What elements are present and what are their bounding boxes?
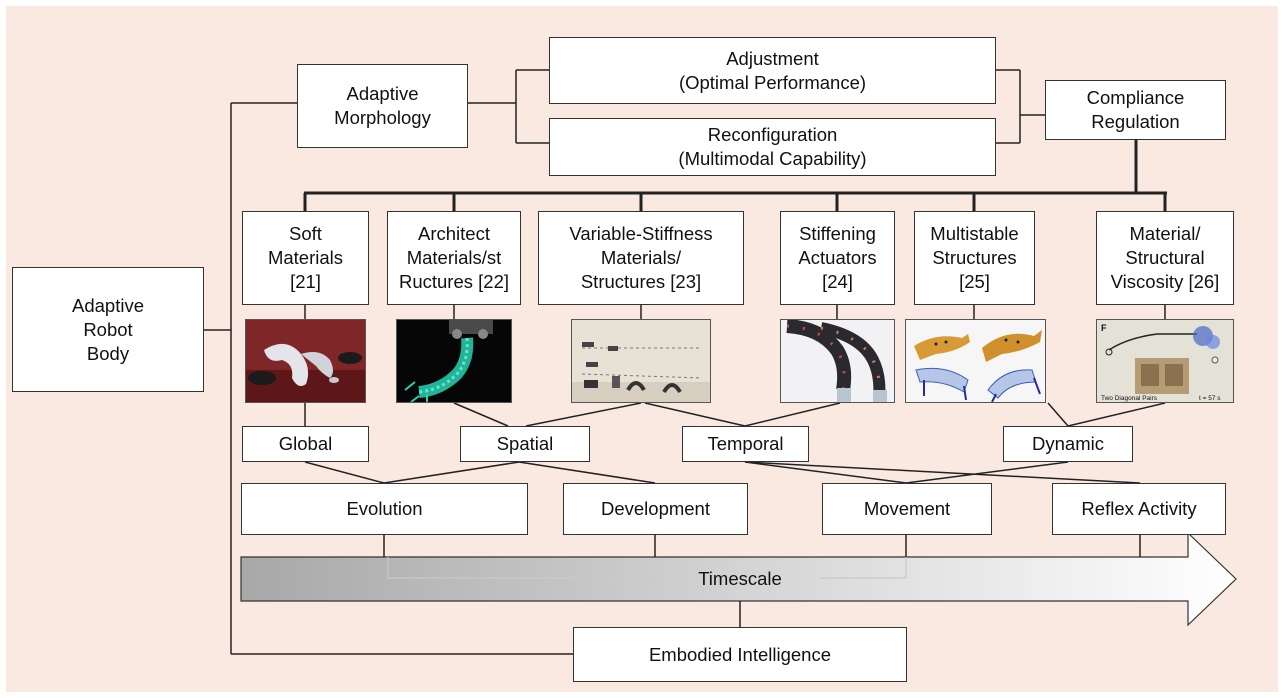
node-development: Development: [563, 483, 748, 535]
node-embodied-intelligence: Embodied Intelligence: [573, 627, 907, 682]
node-temporal: Temporal: [682, 426, 809, 462]
node-spatial: Spatial: [460, 426, 590, 462]
node-material-viscosity: Material/ Structural Viscosity [26]: [1096, 211, 1234, 305]
node-reflex-activity: Reflex Activity: [1052, 483, 1226, 535]
photo-variable-stiffness: [571, 319, 711, 403]
node-evolution: Evolution: [241, 483, 528, 535]
viscosity-left-caption: Two Diagonal Pairs: [1101, 395, 1158, 402]
node-adjustment: Adjustment (Optimal Performance): [549, 37, 996, 104]
photo-multistable-structures: [905, 319, 1046, 403]
node-variable-stiffness: Variable-Stiffness Materials/ Structures…: [538, 211, 744, 305]
timescale-arrow: [240, 531, 1237, 627]
photo-material-viscosity: F Two Diagonal Pairs t = 57 s: [1096, 319, 1234, 403]
viscosity-letter: F: [1101, 323, 1107, 333]
node-architect-materials: Architect Materials/st Ructures [22]: [387, 211, 521, 305]
photo-soft-materials: [245, 319, 366, 403]
photo-stiffening-actuators: [780, 319, 895, 403]
photo-architect-materials: [396, 319, 512, 403]
viscosity-right-caption: t = 57 s: [1199, 395, 1221, 402]
timescale-label: Timescale: [698, 568, 782, 589]
node-stiffening-actuators: Stiffening Actuators [24]: [780, 211, 895, 305]
node-compliance-regulation: Compliance Regulation: [1045, 80, 1226, 140]
node-adaptive-robot-body: Adaptive Robot Body: [12, 267, 204, 392]
node-reconfiguration: Reconfiguration (Multimodal Capability): [549, 118, 996, 176]
node-adaptive-morphology: Adaptive Morphology: [297, 64, 468, 148]
node-movement: Movement: [822, 483, 992, 535]
node-soft-materials: Soft Materials [21]: [242, 211, 369, 305]
node-global: Global: [242, 426, 369, 462]
node-multistable-structures: Multistable Structures [25]: [914, 211, 1035, 305]
node-dynamic: Dynamic: [1003, 426, 1133, 462]
